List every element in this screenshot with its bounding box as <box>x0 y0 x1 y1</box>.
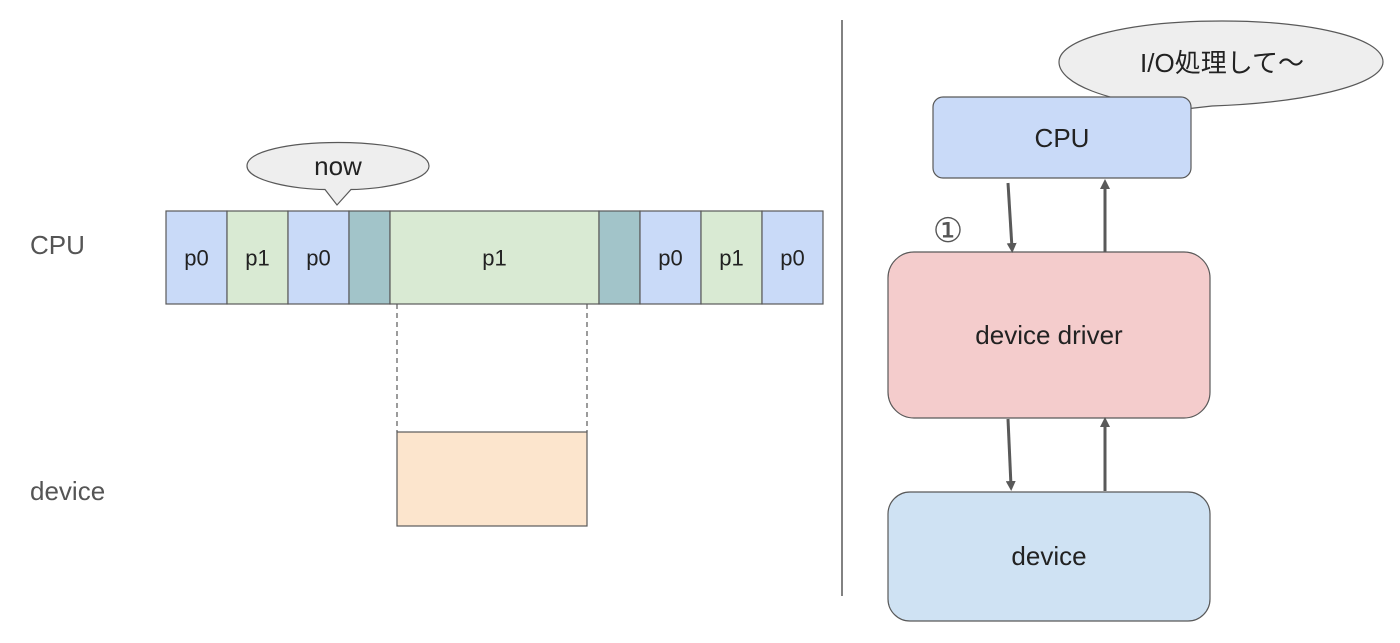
process-p1-segment <box>700 210 763 305</box>
segment-label: p0 <box>658 246 682 271</box>
step-one-marker: ① <box>933 212 963 250</box>
driver-to-device-arrow <box>1005 418 1016 491</box>
cpu-box-label: CPU <box>1035 123 1090 153</box>
device-driver-box: device driver <box>887 251 1211 419</box>
now-label: now <box>314 151 362 181</box>
device-driver-label: device driver <box>975 320 1123 350</box>
process-p0-segment <box>761 210 824 305</box>
io-request-bubble: I/O処理して〜 <box>1058 20 1384 114</box>
device-box-label: device <box>1011 541 1086 571</box>
cpu-to-driver-arrow <box>1006 182 1017 253</box>
segment-label: p1 <box>719 246 743 271</box>
cpu-timeline: p0 p1 p0 p1 p0 p1 p0 <box>165 210 824 305</box>
context-switch-segment <box>348 210 391 305</box>
process-p1-segment <box>389 210 600 305</box>
segment-label: p1 <box>482 246 506 271</box>
cpu-box-shape <box>932 96 1192 179</box>
cpu-row-label: CPU <box>30 230 85 260</box>
device-box-shape <box>887 491 1211 622</box>
cpu-box: CPU <box>932 96 1192 179</box>
now-bubble-shape <box>246 141 430 206</box>
segment-label: p0 <box>184 246 208 271</box>
segment-label: p1 <box>245 246 269 271</box>
device-busy-block <box>396 431 588 527</box>
io-request-label: I/O処理して〜 <box>1140 48 1304 78</box>
process-p1-segment <box>226 210 289 305</box>
io-request-bubble-shape <box>1058 20 1384 114</box>
context-switch-segment <box>598 210 641 305</box>
device-driver-box-shape <box>887 251 1211 419</box>
device-row-label: device <box>30 476 105 506</box>
now-bubble: now <box>246 141 430 206</box>
segment-label: p0 <box>780 246 804 271</box>
device-box: device <box>887 491 1211 622</box>
process-p0-segment <box>165 210 228 305</box>
process-p0-segment <box>287 210 350 305</box>
segment-label: p0 <box>306 246 330 271</box>
